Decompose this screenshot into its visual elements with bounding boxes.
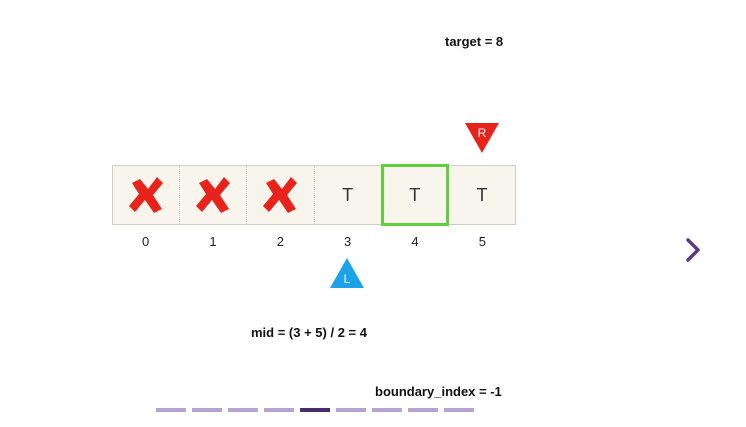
- cell-value: T: [342, 184, 354, 205]
- array-cell-5: T: [449, 166, 515, 224]
- progress-step-7[interactable]: [372, 408, 402, 412]
- chevron-right-icon[interactable]: [683, 236, 703, 264]
- index-label: 2: [276, 234, 284, 249]
- boundary-index-label: boundary_index = -1: [375, 384, 502, 399]
- right-pointer-triangle: [465, 123, 499, 153]
- target-label: target = 8: [445, 34, 504, 49]
- progress-step-9[interactable]: [444, 408, 474, 412]
- cross-icon: [196, 177, 231, 213]
- array-cell-2: [247, 166, 315, 224]
- array-strip: T T T: [112, 164, 516, 226]
- index-label: 5: [478, 234, 486, 249]
- progress-step-5-current[interactable]: [300, 408, 330, 412]
- progress-step-8[interactable]: [408, 408, 438, 412]
- cell-value: T: [409, 184, 421, 205]
- array-cell-0: [113, 166, 181, 224]
- cross-icon: [129, 177, 164, 213]
- step-progress: [156, 408, 474, 412]
- array-cell-1: [180, 166, 248, 224]
- progress-step-2[interactable]: [192, 408, 222, 412]
- index-label: 0: [142, 234, 150, 249]
- right-pointer-label: R: [478, 126, 487, 140]
- cell-value: T: [476, 184, 488, 205]
- progress-step-1[interactable]: [156, 408, 186, 412]
- left-pointer-label: L: [344, 272, 351, 286]
- progress-step-6[interactable]: [336, 408, 366, 412]
- index-row: 0 1 2 3 4 5: [112, 234, 516, 249]
- index-label: 3: [344, 234, 352, 249]
- index-label: 4: [411, 234, 419, 249]
- cross-icon: [263, 177, 298, 213]
- left-pointer: L: [330, 258, 364, 288]
- progress-step-4[interactable]: [264, 408, 294, 412]
- right-pointer: R: [465, 123, 499, 153]
- left-pointer-triangle: [330, 258, 364, 288]
- index-label: 1: [209, 234, 217, 249]
- array-cell-3: T: [315, 166, 382, 224]
- progress-step-3[interactable]: [228, 408, 258, 412]
- mid-formula: mid = (3 + 5) / 2 = 4: [251, 325, 367, 340]
- array-cell-4-mid: T: [380, 164, 450, 226]
